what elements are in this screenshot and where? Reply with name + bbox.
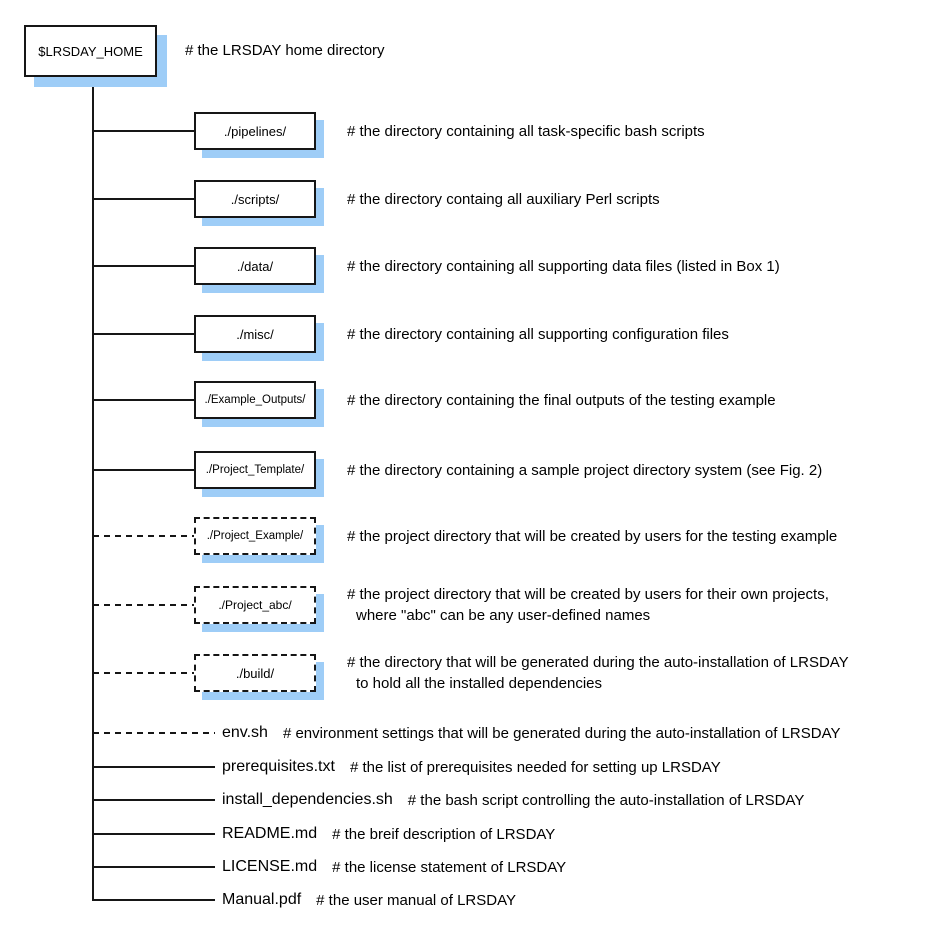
- file-comment: # the license statement of LRSDAY: [332, 858, 567, 876]
- folder-label: ./Project_abc/: [218, 598, 292, 612]
- branch-line: [93, 333, 194, 335]
- node-comment: # the directory containing a sample proj…: [347, 461, 823, 479]
- branch-line: [93, 198, 194, 200]
- branch-line: [93, 766, 215, 768]
- folder-label: ./Example_Outputs/: [204, 394, 306, 406]
- branch-line-dashed: [93, 732, 215, 734]
- folder-label: ./data/: [236, 258, 274, 274]
- file-label: env.sh: [222, 724, 268, 741]
- branch-line: [93, 399, 194, 401]
- folder-box-example-outputs: ./Example_Outputs/: [194, 381, 316, 419]
- file-label: README.md: [222, 825, 318, 842]
- file-row-manual: Manual.pdf # the user manual of LRSDAY: [93, 888, 516, 912]
- node-comment: # the directory that will be generated d…: [347, 654, 849, 692]
- branch-line: [93, 833, 215, 835]
- folder-label: ./pipelines/: [223, 123, 287, 139]
- file-row-readme: README.md # the breif description of LRS…: [93, 822, 555, 846]
- folder-label: ./scripts/: [230, 191, 280, 207]
- file-label: install_dependencies.sh: [222, 791, 393, 808]
- folder-box-misc: ./misc/: [194, 315, 316, 353]
- folder-box-project-example: ./Project_Example/: [194, 517, 316, 555]
- root-label: $LRSDAY_HOME: [38, 43, 143, 59]
- file-comment: # the breif description of LRSDAY: [332, 825, 556, 843]
- file-comment: # the bash script controlling the auto-i…: [407, 791, 805, 809]
- file-comment: # the user manual of LRSDAY: [316, 891, 516, 909]
- folder-box-scripts: ./scripts/: [194, 180, 316, 218]
- trunk-line: [92, 85, 94, 901]
- folder-label: ./Project_Example/: [206, 530, 304, 542]
- branch-line-dashed: [93, 604, 194, 606]
- folder-label: ./build/: [235, 665, 275, 681]
- node-comment: # the directory containing the final out…: [347, 391, 776, 409]
- branch-line: [93, 265, 194, 267]
- file-comment: # environment settings that will be gene…: [282, 724, 841, 742]
- file-row-license: LICENSE.md # the license statement of LR…: [93, 855, 566, 879]
- folder-box-build: ./build/: [194, 654, 316, 692]
- branch-line-dashed: [93, 672, 194, 674]
- node-comment: # the directory containing all supportin…: [347, 257, 780, 275]
- folder-box-pipelines: ./pipelines/: [194, 112, 316, 150]
- file-comment: # the list of prerequisites needed for s…: [349, 758, 721, 776]
- file-row-install-dependencies: install_dependencies.sh # the bash scrip…: [93, 788, 804, 812]
- node-comment: # the directory containg all auxiliary P…: [347, 190, 660, 208]
- root-node-box: $LRSDAY_HOME: [24, 25, 157, 77]
- branch-line: [93, 866, 215, 868]
- file-label: LICENSE.md: [222, 858, 318, 875]
- node-comment: # the directory containing all task-spec…: [347, 122, 705, 140]
- folder-label: ./Project_Template/: [205, 464, 305, 476]
- folder-label: ./misc/: [236, 326, 274, 342]
- folder-box-data: ./data/: [194, 247, 316, 285]
- file-label: prerequisites.txt: [222, 758, 335, 775]
- branch-line-dashed: [93, 535, 194, 537]
- file-label: Manual.pdf: [222, 891, 302, 908]
- branch-line: [93, 899, 215, 901]
- node-comment: # the project directory that will be cre…: [347, 586, 829, 624]
- branch-line: [93, 799, 215, 801]
- node-comment: # the project directory that will be cre…: [347, 527, 838, 545]
- node-comment: # the directory containing all supportin…: [347, 325, 729, 343]
- folder-box-project-template: ./Project_Template/: [194, 451, 316, 489]
- branch-line: [93, 130, 194, 132]
- file-row-env-sh: env.sh # environment settings that will …: [93, 721, 841, 745]
- branch-line: [93, 469, 194, 471]
- folder-box-project-abc: ./Project_abc/: [194, 586, 316, 624]
- file-row-prerequisites: prerequisites.txt # the list of prerequi…: [93, 755, 721, 779]
- root-comment: # the LRSDAY home directory: [185, 41, 385, 59]
